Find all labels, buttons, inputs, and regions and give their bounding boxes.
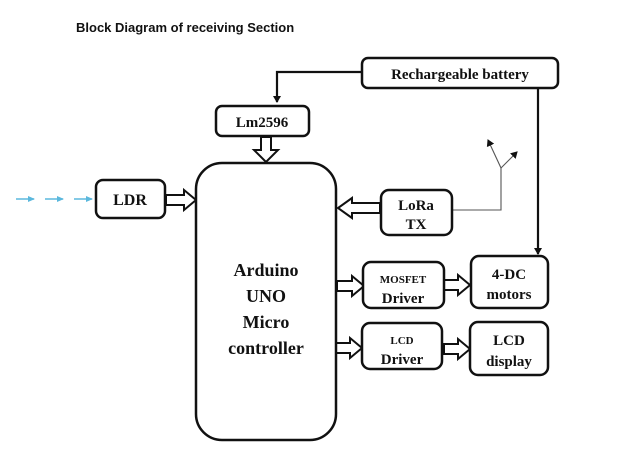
mosfet-to-motors-arrow	[443, 272, 472, 298]
motors-block: 4-DC motors	[469, 254, 550, 310]
mcu-label-line: UNO	[246, 286, 286, 306]
ldr-label: LDR	[113, 192, 147, 209]
lora-label-line: LoRa	[398, 198, 434, 214]
lcd-driver-label-line: LCD	[390, 335, 413, 347]
regulator-to-mcu-arrow	[251, 136, 281, 164]
mcu-label-line: Micro	[243, 312, 290, 332]
lora-to-mcu-arrow	[336, 196, 381, 220]
antenna-icon	[452, 139, 518, 211]
lcd-driver-block: LCD Driver	[360, 321, 444, 371]
mosfet-label-line: MOSFET	[380, 274, 427, 286]
mcu-to-mosfet-arrow	[336, 273, 366, 299]
regulator-label: Lm2596	[236, 115, 289, 131]
mcu-label-line: Arduino	[233, 260, 298, 280]
mosfet-driver-block: MOSFET Driver	[361, 260, 446, 310]
motors-label-line: motors	[487, 287, 532, 303]
lcd-display-label-line: display	[486, 354, 532, 370]
battery-to-regulator-wire	[273, 70, 362, 103]
battery-block: Rechargeable battery	[360, 56, 560, 90]
battery-label: Rechargeable battery	[391, 67, 529, 83]
mosfet-label-line: Driver	[382, 291, 425, 307]
lora-label-line: TX	[406, 217, 427, 233]
regulator-block: Lm2596	[214, 104, 311, 138]
mcu-to-lcd-driver-arrow	[334, 335, 364, 361]
lcd-driver-to-display-arrow	[443, 336, 472, 362]
lcd-display-block: LCD display	[468, 320, 550, 377]
ldr-to-mcu-arrow	[165, 187, 198, 213]
motors-label-line: 4-DC	[492, 267, 526, 283]
mcu-label-line: controller	[228, 338, 304, 358]
diagram-title: Block Diagram of receiving Section	[76, 20, 295, 35]
lcd-display-label-line: LCD	[493, 333, 525, 349]
lora-block: LoRa TX	[379, 188, 454, 237]
lcd-driver-label-line: Driver	[381, 352, 424, 368]
ldr-block: LDR	[94, 178, 167, 220]
mcu-block: Arduino UNO Micro controller	[194, 161, 338, 442]
